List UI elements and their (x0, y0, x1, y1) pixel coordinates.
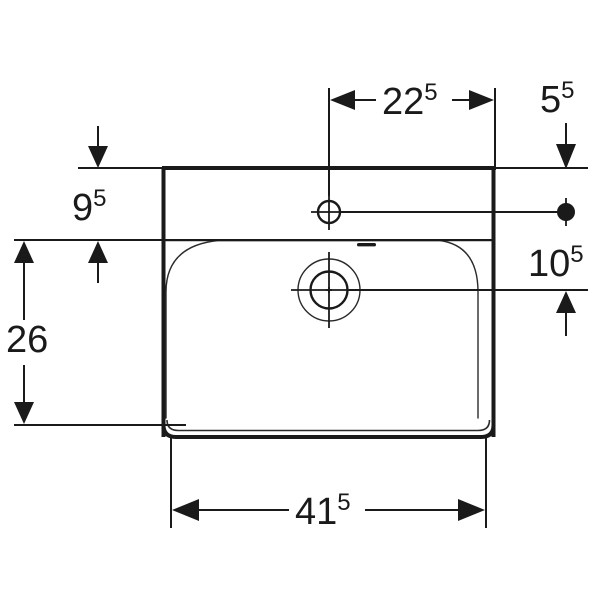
dimension-overall-depth: 26 (6, 241, 186, 426)
dim-arrow-up-bottom (88, 241, 108, 263)
dimension-overall-width: 415 (170, 437, 487, 533)
dim-label-9-5: 95 (72, 185, 107, 229)
dim-label-41-5: 415 (295, 489, 351, 533)
dim-arrow-down-top (88, 146, 108, 168)
dimension-tap-hole-to-drain: 105 (528, 241, 584, 336)
basin-front-rim-line (166, 419, 491, 432)
dimension-depth-front-to-back: 95 (14, 126, 495, 283)
dimension-rear-edge-offset: 55 (540, 77, 576, 169)
basin-outer-front-edge (161, 424, 496, 439)
dimension-tap-hole-from-right: 225 (328, 79, 496, 196)
dim-label-22-5: 225 (382, 79, 438, 123)
datum-leader-lines (340, 167, 588, 291)
basin-inner-bowl-outline (165, 239, 479, 419)
overflow-slot-icon (357, 243, 376, 247)
dim-arrow-left-41 (172, 499, 199, 521)
dim-arrow-right-41 (458, 499, 485, 521)
dim-label-10-5: 105 (528, 241, 584, 285)
dim-label-5-5: 55 (540, 77, 575, 121)
dim-arrow-down-26 (14, 402, 34, 424)
dim-label-26: 26 (6, 319, 48, 361)
dim-arrow-right (469, 90, 494, 110)
dim-arrow-up-10 (556, 291, 576, 313)
dim-arrow-down (556, 144, 576, 169)
dim-arrow-left (330, 90, 355, 110)
dim-arrow-up-26 (14, 241, 34, 263)
